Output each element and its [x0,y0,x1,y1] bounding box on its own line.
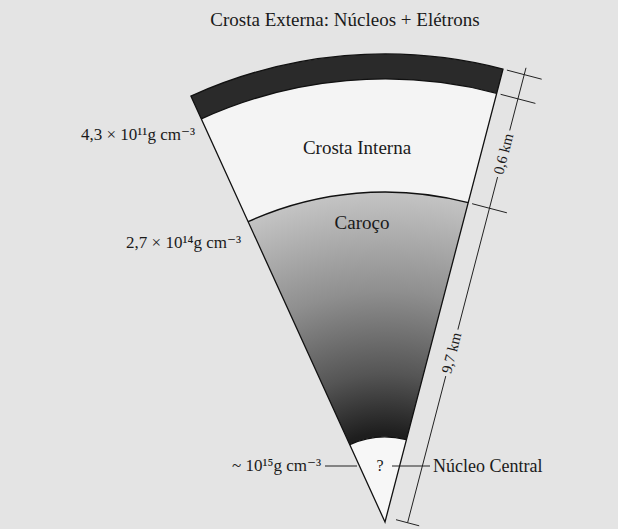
layer-name: Caroço [335,212,390,234]
central-nucleus-region [350,437,407,522]
callout-label: Núcleo Central [433,456,542,477]
boundary-arc [350,437,407,445]
dimension-tick [472,204,507,213]
dimension-label: 0,6 km [489,129,518,179]
dimension-tick [507,70,542,79]
dimension-tick [396,520,419,526]
dimension-tick [501,94,536,103]
layer-region: Crosta Interna [301,135,413,161]
layer-name: Crosta Interna [303,137,411,159]
diagram-title: Crosta Externa: Núcleos + Elétrons [210,9,479,31]
leader-line [325,466,357,467]
boundary-arc [201,79,496,119]
layer-region: Caroço [333,210,392,236]
density-label: ~ 10¹⁵g cm⁻³ [232,456,321,476]
dimension-line [408,68,526,523]
layer-name: ? [376,457,383,475]
layer-region: ? [374,455,385,477]
core-region [248,192,468,445]
dimension-label: 9,7 km [437,328,466,378]
density-label: 4,3 × 10¹¹g cm⁻³ [81,125,195,145]
wedge-outline [191,54,503,522]
density-label: 2,7 × 10¹⁴g cm⁻³ [126,233,241,253]
leader-line [392,466,430,467]
